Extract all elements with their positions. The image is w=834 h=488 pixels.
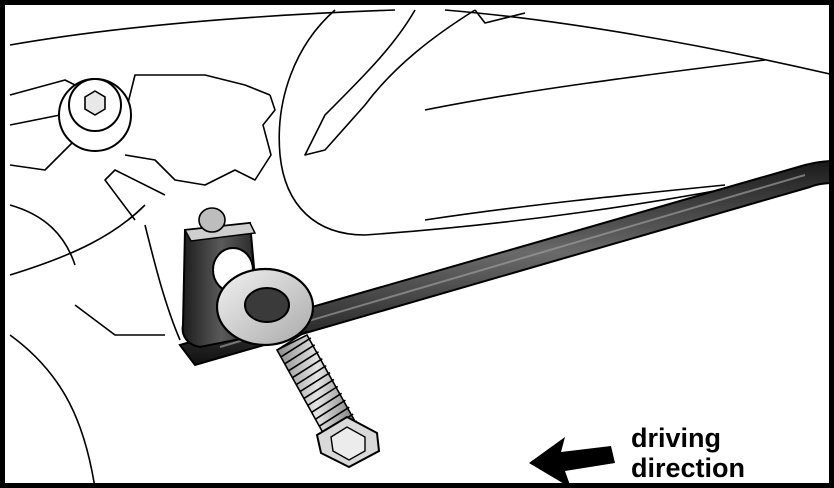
bolt-thread: [291, 358, 323, 379]
flat-washer: [215, 267, 315, 347]
bolt-thread: [311, 392, 343, 413]
bolt-thread: [303, 378, 335, 400]
bolt-thread: [307, 385, 339, 407]
mower-rod-assembly-illustration: [9, 9, 829, 483]
bolt-thread: [295, 364, 327, 386]
bolt-thread: [276, 330, 308, 351]
bolt-thread: [315, 399, 346, 420]
bolt-thread: [288, 351, 319, 372]
cap-screw-icon: [58, 78, 132, 152]
left-arrow-icon: [529, 437, 615, 483]
driving-direction-label: driving direction: [631, 423, 745, 483]
caption-line-1: driving: [631, 423, 722, 453]
bolt-thread: [318, 406, 350, 427]
bolt-thread: [280, 337, 312, 358]
drive-rod: [178, 160, 829, 367]
bolt-thread: [284, 344, 316, 365]
caption-line-2: direction: [631, 453, 746, 483]
hex-bolt: [275, 330, 381, 469]
chassis-outline: [9, 9, 829, 483]
bolt-thread: [299, 371, 331, 393]
